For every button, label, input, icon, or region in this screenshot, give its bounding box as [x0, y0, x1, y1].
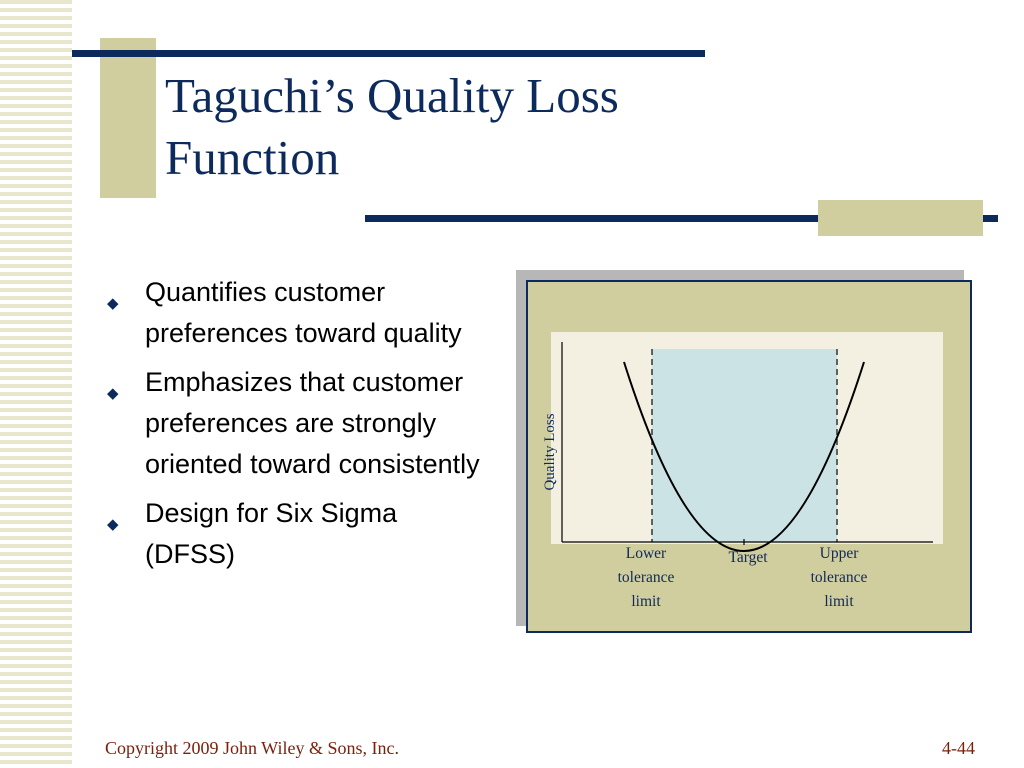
- lower-tolerance-label: Lower tolerance limit: [617, 545, 675, 610]
- y-axis-label: Quality Loss: [542, 413, 558, 490]
- slide-title: Taguchi’s Quality Loss Function: [165, 68, 619, 185]
- bullet-text: Design for Six Sigma (DFSS): [145, 498, 398, 569]
- bullet-text: Quantifies customer preferences toward q…: [145, 277, 462, 348]
- accent-block-right: [818, 200, 983, 236]
- title-accent-block: [100, 38, 156, 198]
- bullet-item: ◆ Quantifies customer preferences toward…: [105, 272, 485, 354]
- title-rule-bottom: [365, 215, 998, 222]
- loss-function-diagram: Quality Loss: [542, 332, 943, 552]
- diamond-bullet-icon: ◆: [107, 385, 119, 402]
- footer-copyright: Copyright 2009 John Wiley & Sons, Inc.: [105, 738, 399, 758]
- upper-tolerance-label: Upper tolerance limit: [810, 545, 868, 610]
- diamond-bullet-icon: ◆: [107, 516, 119, 533]
- tolerance-band: [652, 349, 837, 542]
- diamond-bullet-icon: ◆: [107, 295, 119, 312]
- loss-curve: [623, 361, 865, 552]
- page-number: 4-44: [942, 738, 975, 758]
- decorative-stripes: [0, 0, 72, 768]
- bullet-item: ◆ Design for Six Sigma (DFSS): [105, 493, 485, 575]
- title-rule-top: [72, 50, 705, 57]
- target-label: Target: [728, 549, 768, 566]
- bullet-list: ◆ Quantifies customer preferences toward…: [105, 272, 485, 583]
- quality-loss-figure: Quality Loss Lower tolerance limit Targe…: [526, 280, 972, 633]
- bullet-item: ◆ Emphasizes that customer preferences a…: [105, 362, 485, 485]
- bullet-text: Emphasizes that customer preferences are…: [145, 367, 480, 479]
